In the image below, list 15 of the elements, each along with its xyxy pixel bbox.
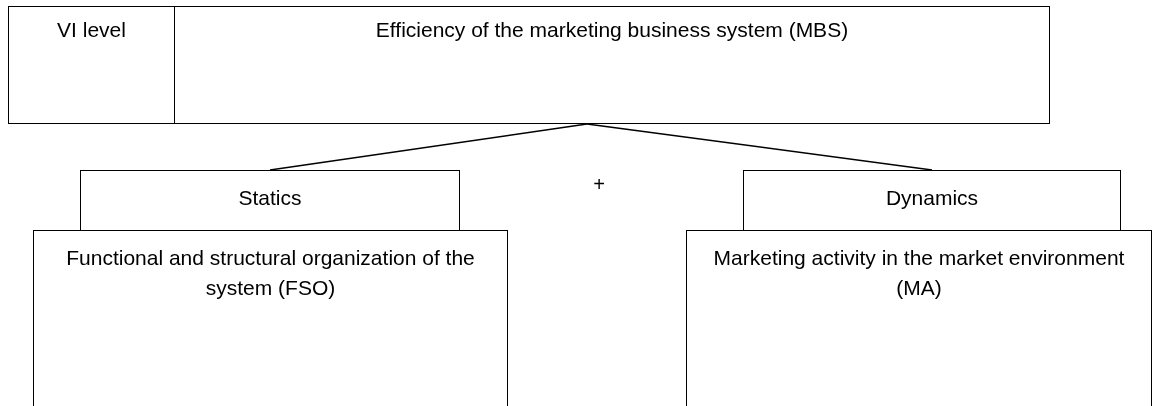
description-box [686,230,1152,406]
aspect-box [80,170,460,231]
plus-sign: + [593,172,605,196]
box-text: Functional and structural organization of the system (FSO) [65,245,476,301]
box-text: Marketing activity in the market environment (MA) [712,245,1126,301]
aspect-box [743,170,1121,231]
box-text: Statics [238,185,302,211]
box-text: VI level [57,17,126,43]
box-text: Dynamics [885,185,979,211]
connector-line [586,123,933,171]
connector-line [269,123,588,171]
description-box [33,230,508,406]
level-box [8,6,175,124]
box-text: Efficiency of the marketing business system (MBS) [375,17,849,43]
title-box [174,6,1050,124]
